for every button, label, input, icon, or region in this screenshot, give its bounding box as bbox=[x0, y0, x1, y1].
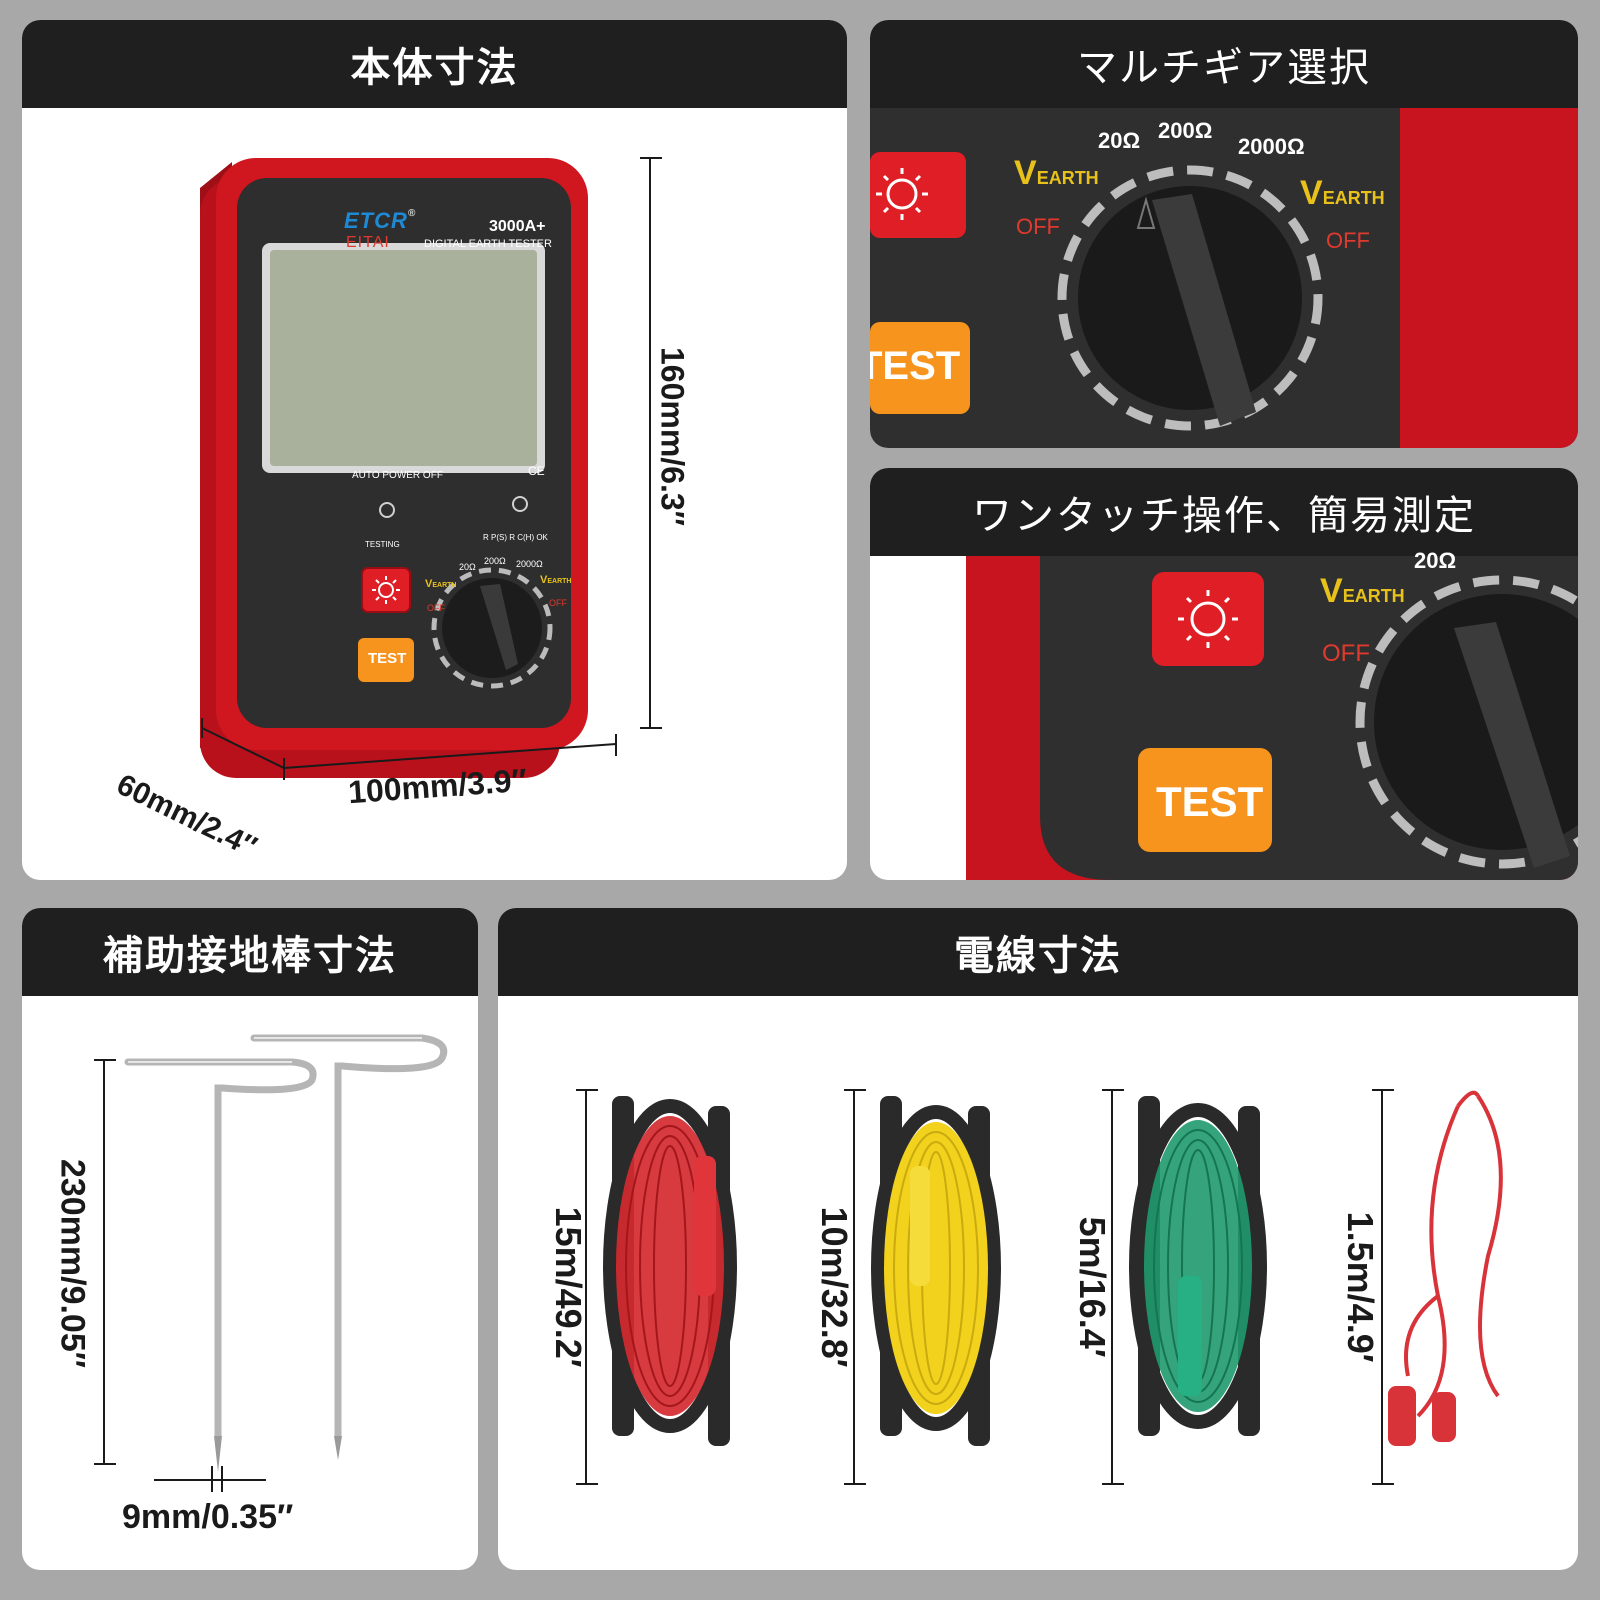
range-20-large: 20Ω bbox=[1098, 128, 1141, 153]
testing-led bbox=[379, 502, 395, 518]
red-wire-reel-15m bbox=[603, 1096, 737, 1446]
yellow-wire-reel-10m bbox=[871, 1096, 1001, 1446]
backlight-button bbox=[361, 567, 411, 613]
panel-title-body-dimensions: 本体寸法 bbox=[22, 20, 847, 108]
test-label-closeup: TEST bbox=[1156, 778, 1264, 825]
rod-diameter-label: 9mm/0.35″ bbox=[122, 1498, 294, 1536]
product-name: DIGITAL EARTH TESTER bbox=[424, 238, 552, 250]
v-earth-rest: EARTH bbox=[432, 582, 457, 589]
buttons-closeup-graphic bbox=[966, 556, 1578, 880]
auto-power-off-label: AUTO POWER OFF bbox=[352, 470, 443, 481]
green-wire-reel-5m bbox=[1129, 1096, 1267, 1436]
panel-title-one-touch: ワンタッチ操作、簡易測定 bbox=[870, 468, 1578, 556]
v-earth-closeup: VEARTH bbox=[1320, 572, 1405, 611]
lcd-screen bbox=[270, 250, 537, 466]
dial-closeup: 20Ω 200Ω 2000Ω VEARTH VEARTH OFF OFF TES… bbox=[870, 108, 1578, 448]
range-dial bbox=[442, 578, 542, 678]
rod-length-label: 230mm/9.05″ bbox=[53, 1158, 92, 1369]
off-right-label: OFF bbox=[549, 598, 567, 608]
panel-rod-dimensions: 補助接地棒寸法 230mm/9.05″ 9mm/0.35″ bbox=[22, 908, 478, 1570]
v-earth-v: V bbox=[540, 574, 548, 586]
sub-brand: EITAI bbox=[346, 234, 390, 251]
earth-tester-device bbox=[200, 158, 588, 778]
buttons-closeup: 20Ω VEARTH OFF TEST bbox=[870, 548, 1578, 880]
brand-text: ETCR bbox=[344, 208, 408, 233]
v-earth-v: V bbox=[425, 578, 433, 590]
device-photo-area: ETCR® EITAI 3000A+ DIGITAL EARTH TESTER … bbox=[22, 108, 847, 880]
v-earth-right-label: VEARTH bbox=[540, 574, 571, 586]
off-closeup: OFF bbox=[1322, 640, 1370, 667]
backlight-button-large bbox=[870, 152, 966, 238]
test-label-large: TEST bbox=[870, 344, 961, 388]
v-earth-v: V bbox=[1320, 572, 1343, 610]
v-earth-rest: EARTH bbox=[1322, 188, 1385, 208]
range-200-label: 200Ω bbox=[484, 556, 506, 566]
red-test-lead-1-5m bbox=[1404, 1090, 1503, 1418]
wire-10m-label: 10m/32.8′ bbox=[814, 1206, 855, 1368]
range-2000-label: 2000Ω bbox=[516, 559, 543, 569]
ce-mark: CE bbox=[528, 464, 545, 478]
panel-title-rod-dimensions: 補助接地棒寸法 bbox=[22, 908, 478, 996]
height-dimension-label: 160mm/6.3″ bbox=[654, 347, 691, 526]
v-earth-rest: EARTH bbox=[1342, 586, 1405, 606]
v-earth-left-large: VEARTH bbox=[1014, 154, 1099, 193]
v-earth-left-label: VEARTH bbox=[425, 578, 456, 590]
registered-mark: ® bbox=[407, 208, 417, 219]
off-left-label: OFF bbox=[427, 603, 445, 613]
v-earth-rest: EARTH bbox=[547, 578, 572, 585]
v-earth-v: V bbox=[1300, 174, 1323, 212]
v-earth-right-large: VEARTH bbox=[1300, 174, 1385, 213]
wire-reels-graphic bbox=[576, 1089, 1503, 1485]
off-left-large: OFF bbox=[1016, 214, 1060, 239]
wire-1-5m-label: 1.5m/4.9′ bbox=[1340, 1211, 1381, 1363]
range-200-large: 200Ω bbox=[1158, 118, 1213, 143]
test-button-closeup bbox=[1138, 748, 1272, 852]
model-number: 3000A+ bbox=[489, 218, 546, 235]
wire-photo-area: 15m/49.2′ 10m/32.8′ 5m/16.4′ 1.5m/4.9′ bbox=[498, 996, 1578, 1570]
testing-label: TESTING bbox=[365, 540, 400, 549]
test-button-small bbox=[358, 638, 414, 682]
v-earth-v: V bbox=[1014, 154, 1037, 192]
off-right-large: OFF bbox=[1326, 228, 1370, 253]
test-button-large bbox=[870, 322, 970, 414]
ok-led bbox=[512, 496, 528, 512]
range-2000-large: 2000Ω bbox=[1238, 134, 1305, 159]
panel-body-dimensions: 本体寸法 bbox=[22, 20, 847, 880]
panel-one-touch: ワンタッチ操作、簡易測定 20Ω VEARTH OFF TEST bbox=[870, 468, 1578, 880]
panel-gear-select: マルチギア選択 20Ω 200Ω 2000Ω VEARTH VEARTH bbox=[870, 20, 1578, 448]
range-20-closeup: 20Ω bbox=[1414, 548, 1457, 573]
test-button-label: TEST bbox=[368, 650, 407, 667]
dial-closeup-graphic bbox=[870, 108, 1578, 448]
panel-title-gear-select: マルチギア選択 bbox=[870, 20, 1578, 108]
ground-rods-graphic bbox=[94, 1034, 448, 1492]
v-earth-rest: EARTH bbox=[1036, 168, 1099, 188]
wire-5m-label: 5m/16.4′ bbox=[1072, 1216, 1113, 1358]
dimension-lines bbox=[201, 157, 662, 780]
range-20-label: 20Ω bbox=[459, 562, 476, 572]
backlight-button-closeup bbox=[1152, 572, 1264, 666]
ok-label: R P(S) R C(H) OK bbox=[483, 533, 548, 542]
panel-wire-dimensions: 電線寸法 bbox=[498, 908, 1578, 1570]
panel-title-wire-dimensions: 電線寸法 bbox=[498, 908, 1578, 996]
brand-logo: ETCR® bbox=[344, 208, 416, 234]
rod-photo-area: 230mm/9.05″ 9mm/0.35″ bbox=[22, 996, 478, 1570]
wire-15m-label: 15m/49.2′ bbox=[548, 1206, 589, 1368]
